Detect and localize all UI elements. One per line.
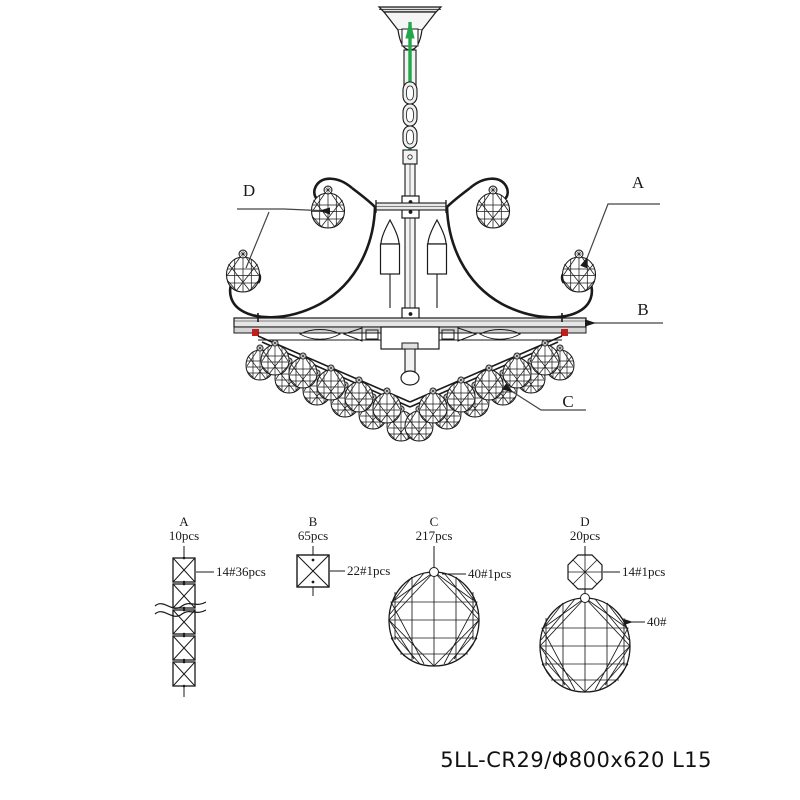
legend-d-octagon-bead — [567, 554, 603, 590]
legend-d-part-label-top: 14#1pcs — [622, 564, 665, 579]
callout-label-b: B — [637, 300, 648, 319]
bottom-finial — [400, 342, 420, 386]
legend-c-count: 217pcs — [416, 528, 453, 543]
drawing-title-code: 5LL-CR29/Φ800x620 L15 — [440, 748, 712, 772]
legend-a-letter: A — [179, 514, 189, 529]
legend-a-part-label: 14#36pcs — [216, 564, 266, 579]
arm-pendant-right-upper — [475, 185, 511, 229]
legend-b-letter: B — [309, 514, 318, 529]
legend-a-bead-chain — [172, 556, 196, 688]
legend-d-crystal-ball — [539, 592, 631, 693]
candle-lamp-right — [426, 219, 448, 309]
legend-a-break-symbol — [154, 601, 207, 617]
chandelier-elevation — [225, 6, 597, 442]
central-column — [401, 163, 420, 335]
legend-item-c: C 217pcs 40#1pcs — [388, 514, 511, 667]
callout-leaders — [237, 203, 663, 411]
callout-label-d: D — [243, 181, 255, 200]
callout-label-a: A — [632, 173, 645, 192]
legend-a-count: 10pcs — [169, 528, 199, 543]
arm-pendant-left-lower — [225, 249, 261, 293]
legend-c-crystal-ball — [388, 566, 480, 667]
end-marker-left — [252, 329, 259, 336]
legend-item-a: A 10pcs 14#36pcs — [154, 514, 266, 697]
suspension-chain — [402, 81, 418, 165]
legend-item-d: D 20pcs 14#1pcs 40# — [539, 514, 667, 693]
legend-item-b: B 65pcs 22#1pcs — [296, 514, 390, 596]
end-marker-right — [561, 329, 568, 336]
legend-b-bead — [296, 554, 330, 588]
legend-d-part-label-bottom: 40# — [647, 614, 667, 629]
legend-b-part-label: 22#1pcs — [347, 563, 390, 578]
arm-pendant-left-upper — [310, 185, 346, 229]
legend-d-count: 20pcs — [570, 528, 600, 543]
legend-d-letter: D — [580, 514, 589, 529]
legend-c-letter: C — [430, 514, 439, 529]
legend-c-part-label: 40#1pcs — [468, 566, 511, 581]
arm-pendant-right-lower — [561, 249, 597, 293]
candle-lamp-left — [379, 219, 401, 309]
legend-b-count: 65pcs — [298, 528, 328, 543]
ring-bar — [233, 313, 587, 350]
callout-label-c: C — [562, 392, 573, 411]
